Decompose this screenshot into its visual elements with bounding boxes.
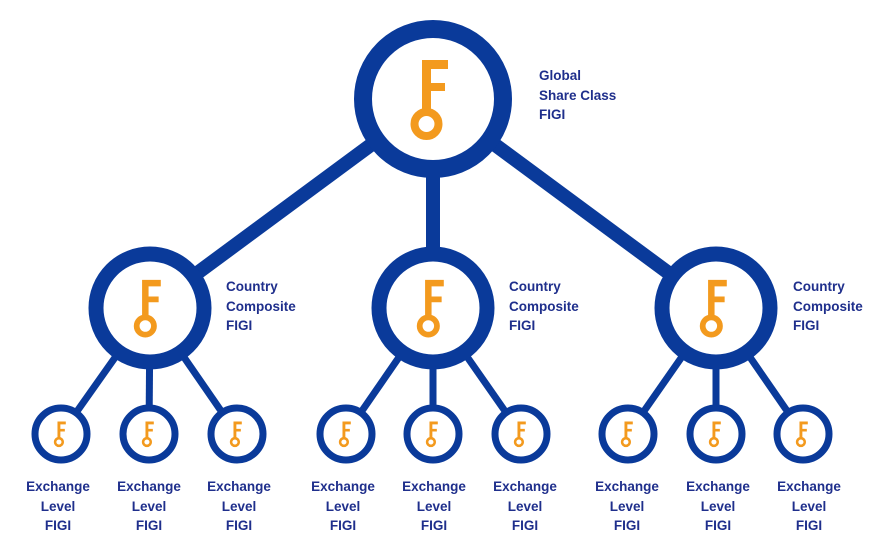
exchange-label-line-3: FIGI — [420, 518, 448, 533]
key-f-icon — [425, 421, 438, 448]
exchange-level-label: Exchange Level FIGI — [189, 477, 289, 536]
key-f-icon — [513, 421, 526, 448]
exchange-label-line-3: FIGI — [44, 518, 72, 533]
exchange-level-node — [31, 404, 91, 464]
country-composite-label: Country Composite FIGI — [226, 277, 296, 336]
exchange-level-node — [598, 404, 658, 464]
exchange-label-line-1: Exchange — [686, 479, 750, 494]
key-f-icon — [338, 421, 351, 448]
exchange-label-line-2: Level — [416, 498, 452, 514]
exchange-label-line-2: Level — [40, 498, 76, 514]
exchange-level-node — [207, 404, 267, 464]
country-composite-label: Country Composite FIGI — [509, 277, 579, 336]
exchange-level-label: Exchange Level FIGI — [384, 477, 484, 536]
country-composite-node — [371, 246, 495, 370]
key-f-icon — [699, 279, 727, 338]
root-label-line-1: Global — [539, 68, 582, 83]
node-ring — [773, 404, 833, 464]
exchange-level-label: Exchange Level FIGI — [759, 477, 859, 536]
node-ring — [354, 20, 512, 178]
country-composite-node — [88, 246, 212, 370]
node-ring — [88, 246, 212, 370]
key-f-icon — [416, 279, 444, 338]
exchange-level-node — [119, 404, 179, 464]
exchange-label-line-3: FIGI — [135, 518, 163, 533]
global-share-class-node — [354, 20, 512, 178]
key-f-icon — [410, 60, 448, 140]
exchange-level-label: Exchange Level FIGI — [293, 477, 393, 536]
node-ring — [654, 246, 778, 370]
country-label-line-3: FIGI — [226, 318, 253, 333]
exchange-label-line-1: Exchange — [595, 479, 659, 494]
node-ring — [491, 404, 551, 464]
node-ring — [686, 404, 746, 464]
exchange-label-line-1: Exchange — [777, 479, 841, 494]
node-ring — [316, 404, 376, 464]
country-composite-node — [654, 246, 778, 370]
exchange-label-line-2: Level — [131, 498, 167, 514]
root-label-line-2: Share Class — [539, 87, 617, 103]
exchange-level-label: Exchange Level FIGI — [99, 477, 199, 536]
country-label-line-1: Country — [509, 279, 561, 294]
exchange-label-line-3: FIGI — [225, 518, 253, 533]
key-f-icon — [133, 279, 161, 338]
key-f-icon — [708, 421, 721, 448]
key-f-icon — [229, 421, 242, 448]
exchange-level-node — [491, 404, 551, 464]
exchange-level-node — [316, 404, 376, 464]
exchange-label-line-3: FIGI — [704, 518, 732, 533]
exchange-label-line-1: Exchange — [117, 479, 181, 494]
exchange-label-line-3: FIGI — [613, 518, 641, 533]
country-label-line-2: Composite — [793, 298, 863, 314]
exchange-label-line-1: Exchange — [207, 479, 271, 494]
exchange-label-line-1: Exchange — [311, 479, 375, 494]
country-label-line-3: FIGI — [793, 318, 820, 333]
country-label-line-2: Composite — [226, 298, 296, 314]
exchange-label-line-3: FIGI — [795, 518, 823, 533]
key-f-icon — [141, 421, 154, 448]
node-ring — [119, 404, 179, 464]
exchange-level-node — [686, 404, 746, 464]
root-label-line-3: FIGI — [539, 107, 566, 122]
exchange-label-line-2: Level — [221, 498, 257, 514]
exchange-label-line-1: Exchange — [26, 479, 90, 494]
exchange-label-line-2: Level — [609, 498, 645, 514]
global-share-class-label: Global Share Class FIGI — [539, 66, 616, 125]
node-ring — [598, 404, 658, 464]
exchange-label-line-2: Level — [507, 498, 543, 514]
exchange-level-node — [403, 404, 463, 464]
country-label-line-3: FIGI — [509, 318, 536, 333]
country-label-line-1: Country — [793, 279, 845, 294]
exchange-label-line-3: FIGI — [329, 518, 357, 533]
country-composite-label: Country Composite FIGI — [793, 277, 863, 336]
exchange-level-label: Exchange Level FIGI — [8, 477, 108, 536]
country-label-line-2: Composite — [509, 298, 579, 314]
exchange-level-label: Exchange Level FIGI — [668, 477, 768, 536]
exchange-level-label: Exchange Level FIGI — [475, 477, 575, 536]
node-ring — [403, 404, 463, 464]
exchange-level-label: Exchange Level FIGI — [577, 477, 677, 536]
country-label-line-1: Country — [226, 279, 278, 294]
node-ring — [207, 404, 267, 464]
exchange-label-line-3: FIGI — [511, 518, 539, 533]
exchange-label-line-1: Exchange — [402, 479, 466, 494]
node-ring — [371, 246, 495, 370]
exchange-label-line-2: Level — [700, 498, 736, 514]
node-ring — [31, 404, 91, 464]
key-f-icon — [795, 421, 808, 448]
exchange-level-node — [773, 404, 833, 464]
key-f-icon — [620, 421, 633, 448]
exchange-label-line-1: Exchange — [493, 479, 557, 494]
exchange-label-line-2: Level — [791, 498, 827, 514]
key-f-icon — [53, 421, 66, 448]
exchange-label-line-2: Level — [325, 498, 361, 514]
